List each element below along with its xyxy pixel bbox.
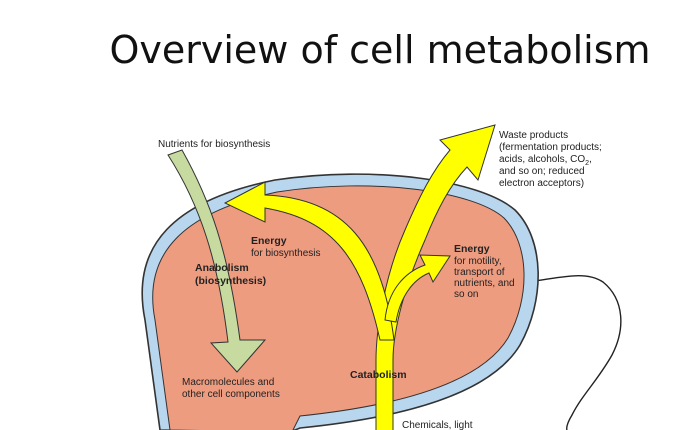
waste-label-line-1: Waste products <box>499 130 568 141</box>
energy-motility-arrow <box>384 254 451 323</box>
macromolecules-label-line-1: Macromolecules and <box>182 377 274 388</box>
waste-label-line-3: acids, alcohols, CO2, <box>499 154 592 167</box>
anabolism-label-line-1: Anabolism <box>195 262 249 274</box>
nutrients-label: Nutrients for biosynthesis <box>158 139 270 150</box>
energy-motility-line-1: for motility, <box>454 256 502 267</box>
cell-cytoplasm <box>152 185 525 430</box>
waste-label-line-4: and so on; reduced <box>499 166 585 177</box>
page-title: Overview of cell metabolism <box>109 28 651 72</box>
energy-motility-title: Energy <box>454 243 490 255</box>
energy-biosynthesis-subtitle: for biosynthesis <box>251 248 320 259</box>
catabolism-label: Catabolism <box>350 369 407 381</box>
waste-label-subscript: 2 <box>585 160 589 167</box>
energy-motility-line-4: so on <box>454 289 478 300</box>
waste-label-line-3b: , <box>589 154 592 165</box>
energy-biosynthesis-arrow <box>223 181 395 341</box>
waste-label-line-5: electron acceptors) <box>499 178 584 189</box>
anabolism-label-line-2: (biosynthesis) <box>195 275 266 287</box>
flagellum <box>526 274 622 430</box>
waste-label-line-2: (fermentation products; <box>499 142 602 153</box>
energy-motility-line-2: transport of <box>454 267 505 278</box>
energy-biosynthesis-title: Energy <box>251 235 287 247</box>
anabolism-arrow <box>167 149 267 373</box>
energy-motility-line-3: nutrients, and <box>454 278 515 289</box>
waste-label-line-3a: acids, alcohols, CO <box>499 154 585 165</box>
chemicals-light-label: Chemicals, light <box>402 420 473 430</box>
macromolecules-label-line-2: other cell components <box>182 389 280 400</box>
